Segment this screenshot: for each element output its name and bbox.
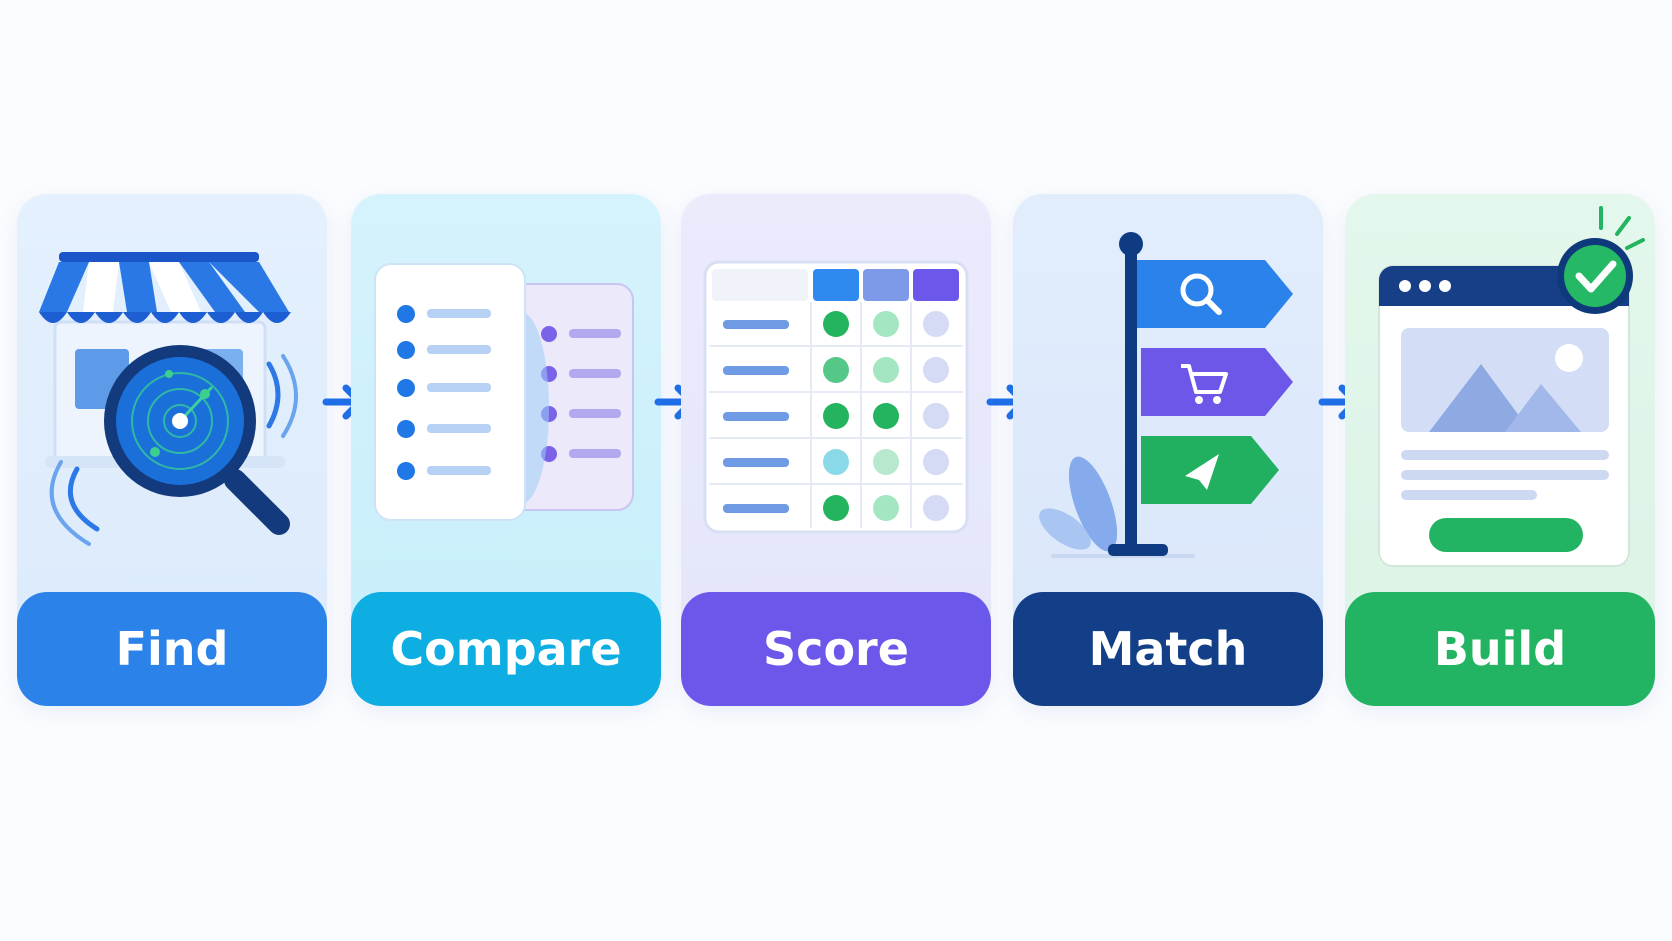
signpost-icon (1039, 232, 1293, 558)
step-label-build: Build (1345, 592, 1655, 706)
step-card-build: Build (1345, 194, 1655, 706)
step-card-find: Find (17, 194, 327, 706)
scoring-table-icon (703, 260, 969, 534)
step-card-match: Match (1013, 194, 1323, 706)
step-label-score: Score (681, 592, 991, 706)
step-label-find: Find (17, 592, 327, 706)
step-card-score: Score (681, 194, 991, 706)
step-label-match: Match (1013, 592, 1323, 706)
step-label-compare: Compare (351, 592, 661, 706)
compare-lists-icon (374, 263, 634, 521)
step-card-compare: Compare (351, 194, 661, 706)
webpage-check-icon (1378, 206, 1645, 567)
storefront-radar-search-icon (39, 252, 298, 546)
